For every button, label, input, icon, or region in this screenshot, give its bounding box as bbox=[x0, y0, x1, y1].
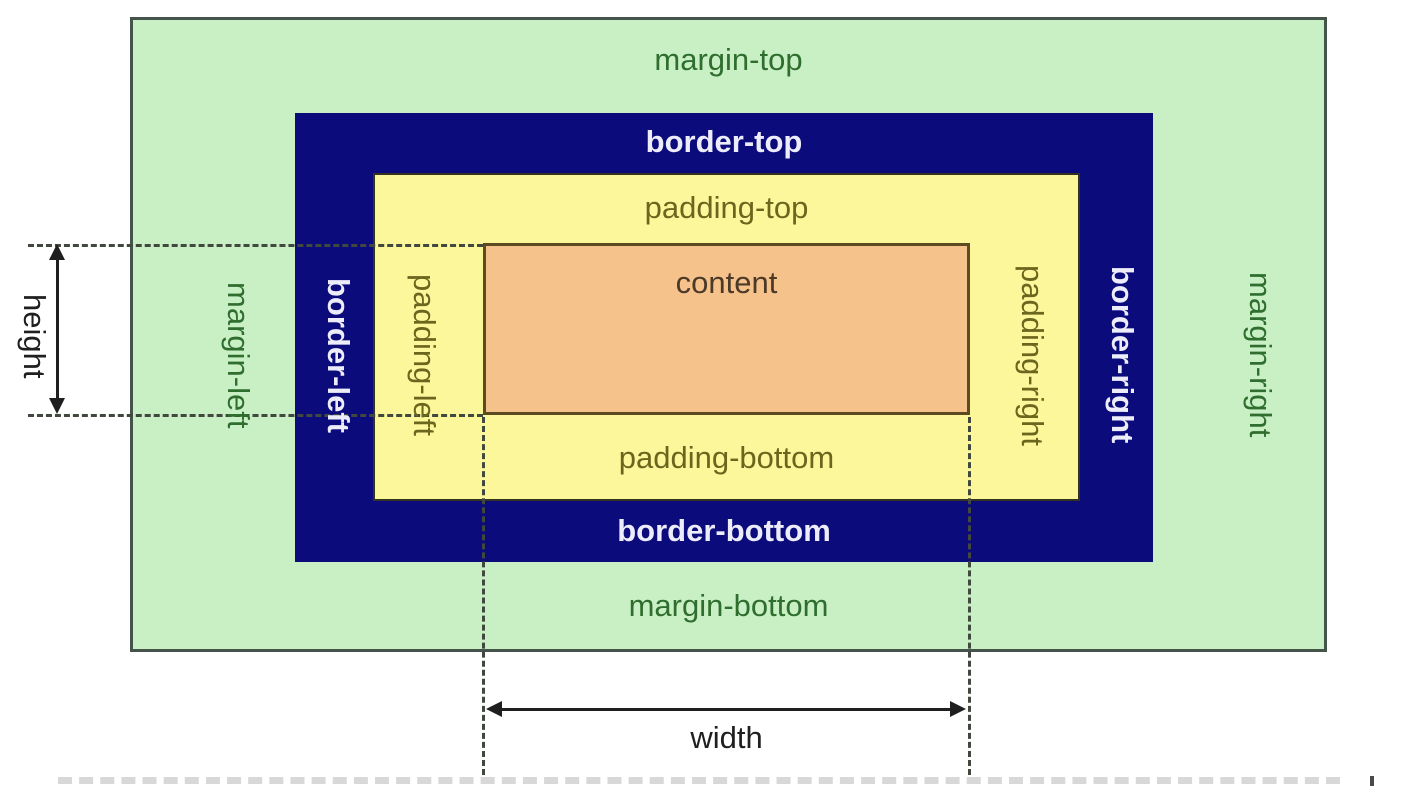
width-label: width bbox=[690, 720, 763, 755]
padding-top-label: padding-top bbox=[644, 190, 809, 225]
border-right-label: border-right bbox=[1105, 266, 1140, 444]
border-bottom-label: border-bottom bbox=[617, 513, 831, 548]
height-arrow-down-icon bbox=[49, 398, 65, 414]
content-top-guide-line bbox=[28, 244, 483, 247]
width-arrow-left-icon bbox=[486, 701, 502, 717]
padding-right-label: padding-right bbox=[1015, 264, 1050, 446]
height-arrow-up-icon bbox=[49, 244, 65, 260]
bottom-artifact-dot bbox=[1370, 776, 1374, 786]
content-bottom-guide-line bbox=[28, 414, 483, 417]
content-area bbox=[483, 243, 970, 415]
width-arrow-shaft bbox=[500, 708, 952, 711]
width-arrow-right-icon bbox=[950, 701, 966, 717]
margin-right-label: margin-right bbox=[1243, 272, 1278, 438]
bottom-artifact-line bbox=[58, 777, 1340, 784]
margin-top-label: margin-top bbox=[654, 42, 803, 77]
margin-bottom-label: margin-bottom bbox=[628, 588, 829, 623]
padding-left-label: padding-left bbox=[407, 273, 442, 436]
content-label: content bbox=[675, 265, 778, 300]
margin-left-label: margin-left bbox=[221, 281, 256, 429]
content-right-guide-line bbox=[968, 417, 971, 775]
height-label: height bbox=[17, 293, 52, 379]
content-left-guide-line bbox=[482, 417, 485, 775]
border-left-label: border-left bbox=[321, 277, 356, 433]
padding-bottom-label: padding-bottom bbox=[618, 440, 835, 475]
border-top-label: border-top bbox=[645, 124, 803, 159]
height-arrow-shaft bbox=[56, 258, 59, 400]
